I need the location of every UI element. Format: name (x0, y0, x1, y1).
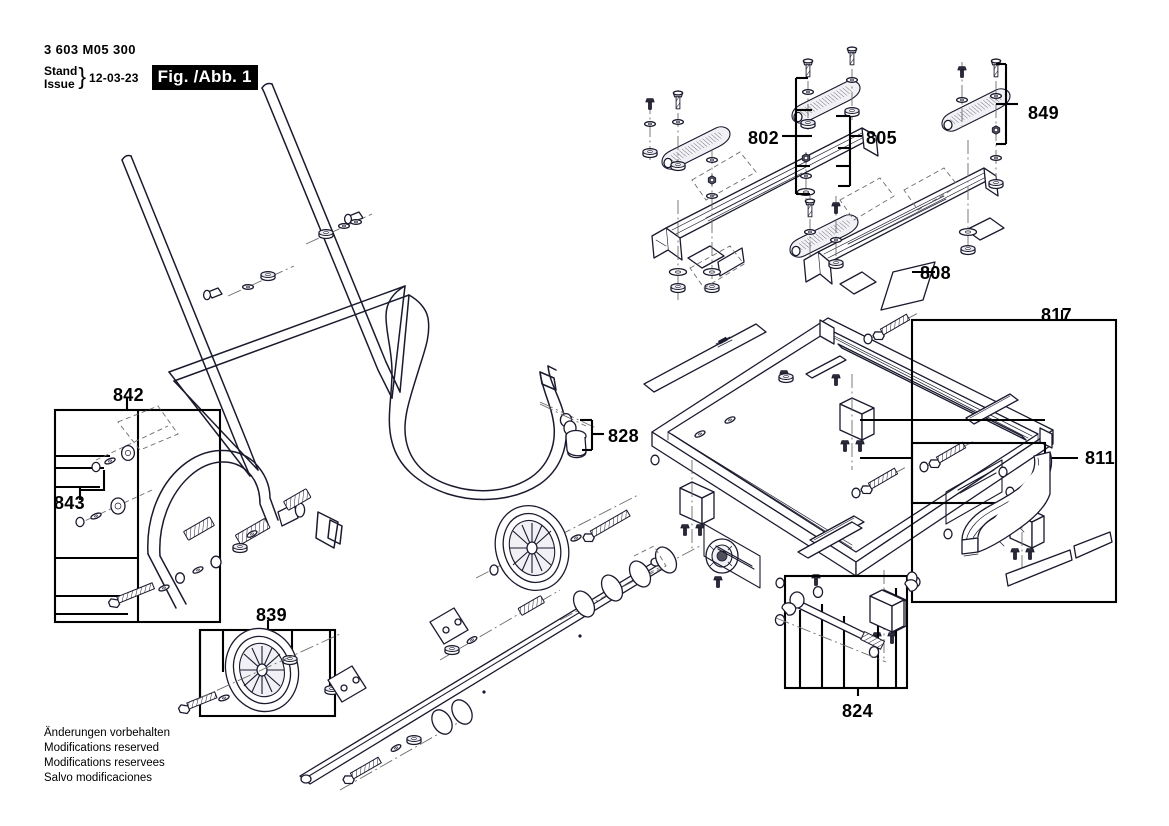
callout-817: 817 (1041, 305, 1072, 325)
callout-843: 843 (54, 493, 85, 513)
wheel-assembly-center (475, 493, 641, 592)
handle-frame-assembly (121, 82, 597, 549)
leg-bracket-left (679, 460, 715, 552)
handle-fastener-group-lower (227, 265, 295, 297)
rail-clamp-pad-a (661, 126, 731, 170)
leader-802 (782, 76, 812, 196)
rail-fastener-col-9 (955, 62, 969, 130)
figure-badge: Fig. /Abb. 1 (151, 65, 258, 91)
frame-bolt-a (863, 311, 921, 345)
label-strip-2 (1073, 531, 1113, 559)
stand-issue-labels: Stand Issue (44, 65, 77, 91)
axle-hardware-washers (559, 545, 701, 621)
label-strip-1 (1005, 549, 1073, 587)
rail-fastener-col-8 (828, 196, 844, 270)
frame-bolt-b (851, 465, 909, 499)
rail-fastener-col-12 (796, 152, 816, 200)
rail-fastener-col-10 (988, 58, 1004, 190)
rail-fastener-col-1 (670, 90, 686, 172)
disclaimer-en: Modifications reserved (44, 741, 160, 754)
rail-fastener-col-5 (800, 58, 816, 130)
leader-828 (580, 418, 604, 452)
callout-849: 849 (1028, 103, 1059, 123)
leg-support-bar (299, 538, 739, 791)
detail-box-842 (53, 398, 279, 624)
disclaimer-fr: Modifications reservees (44, 756, 165, 769)
callout-842: 842 (113, 385, 144, 405)
stand-label: Stand (44, 64, 78, 78)
plate-808 (880, 261, 936, 311)
title-block: 3 603 M05 300 Stand Issue } 12-03-23 Fig… (44, 42, 258, 91)
table-frame (650, 311, 1054, 660)
extension-rail-left (651, 127, 879, 277)
axle-hardware-lower (339, 699, 473, 791)
rail-fastener-col-6 (844, 46, 860, 120)
rail-fastener-col-7 (803, 196, 817, 258)
rail-fastener-col-11 (958, 140, 978, 256)
part-number: 3 603 M05 300 (44, 42, 136, 57)
frame-bolt-c (919, 439, 977, 473)
handle-pivot-hardware (232, 488, 312, 554)
callout-811: 811 (1085, 448, 1115, 468)
rail-fastener-col-2 (642, 98, 658, 160)
callout-802: 802 (748, 128, 779, 148)
disclaimer-de: Änderungen vorbehalten (44, 727, 170, 739)
foot-cap-assembly-828 (539, 403, 587, 459)
disclaimer-es: Salvo modificaciones (44, 771, 153, 784)
axle-hardware-mid (439, 589, 561, 661)
rail-fastener-col-3 (702, 150, 722, 294)
handle-fastener-group-upper (305, 213, 373, 245)
disclaimer-block: Änderungen vorbehalten Modifications res… (44, 726, 170, 786)
leader-805 (836, 114, 862, 188)
callout-808: 808 (920, 263, 951, 283)
scale-strip (643, 323, 767, 393)
detail-box-839 (177, 620, 341, 718)
bracket-above-824 (869, 589, 905, 633)
detail-box-824 (774, 574, 909, 696)
issue-date: 12-03-23 (89, 70, 139, 85)
callout-805: 805 (866, 128, 897, 148)
brace-glyph: } (78, 63, 87, 90)
rail-clamp-pad-c (789, 214, 859, 258)
callout-839: 839 (256, 605, 287, 625)
callout-824: 824 (842, 701, 873, 721)
rail-clamp-pad-d (941, 88, 1011, 132)
callout-828: 828 (608, 426, 639, 446)
wheel-hub (705, 538, 739, 574)
leader-849 (996, 62, 1018, 146)
extension-rail-right (803, 167, 1005, 295)
carry-grip-811 (961, 451, 1053, 557)
issue-label: Issue (44, 76, 75, 91)
rail-fastener-col-4 (668, 200, 688, 300)
leg-bracket-front (839, 374, 875, 470)
